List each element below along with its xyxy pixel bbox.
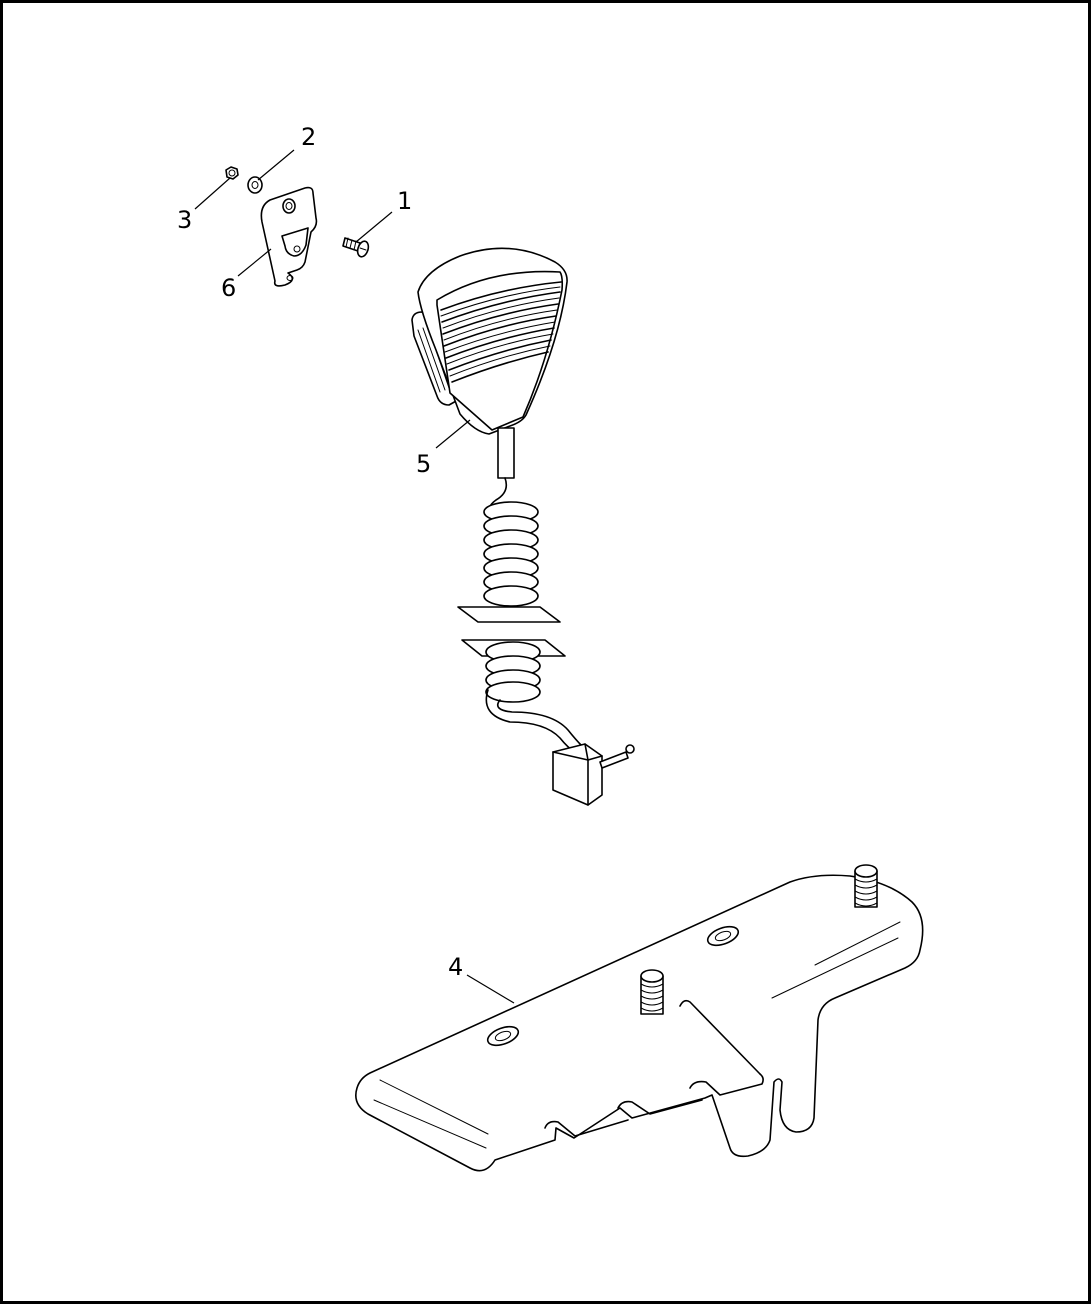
exploded-parts-diagram: 1 2 3 4 5 6 [177, 123, 924, 1172]
washer-part [247, 176, 263, 194]
callout-5: 5 [416, 450, 431, 478]
mounting-plate-part [355, 864, 924, 1172]
coil-upper [483, 501, 539, 607]
leader-line-2 [257, 149, 295, 181]
callout-4: 4 [448, 953, 463, 981]
screw-part [342, 237, 370, 258]
callout-6: 6 [221, 274, 236, 302]
leader-line-1 [355, 211, 393, 243]
coil-lower [485, 641, 541, 703]
leader-line-5 [435, 419, 471, 449]
leader-line-6 [237, 248, 272, 277]
callout-1: 1 [397, 187, 412, 215]
callout-3: 3 [177, 206, 192, 234]
microphone-part [411, 247, 635, 806]
callout-2: 2 [301, 123, 316, 151]
leader-line-4 [466, 974, 515, 1004]
stud-middle [640, 969, 664, 1015]
hanger-clip-part [260, 186, 318, 287]
stud-right [854, 864, 878, 908]
leader-line-3 [194, 177, 231, 210]
nut-part [225, 166, 239, 180]
